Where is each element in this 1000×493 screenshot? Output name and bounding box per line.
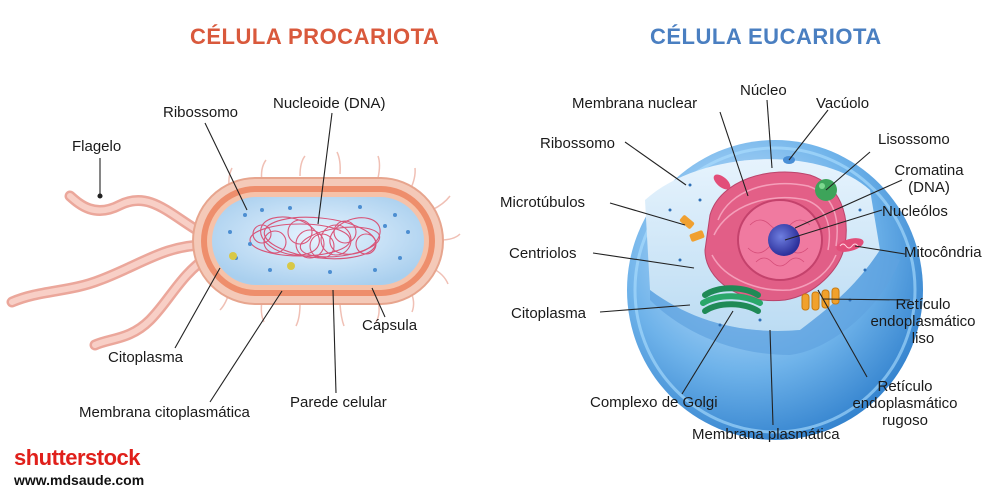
prokaryote-title: CÉLULA PROCARIOTA <box>190 24 440 49</box>
flagella <box>6 190 216 351</box>
label-cromatina-line1: Cromatina <box>894 162 964 179</box>
eukaryote-cell <box>627 140 923 440</box>
golgi-apparatus <box>700 285 763 314</box>
prokaryote-cytoplasm <box>212 197 424 285</box>
label-rer-line2: endoplasmático <box>852 395 958 412</box>
label-membrana-plasmatica: Membrana plasmática <box>692 426 840 443</box>
label-centriolos: Centriolos <box>509 245 577 262</box>
eukaryote-title: CÉLULA EUCARIOTA <box>650 24 882 49</box>
label-rer-line3: rugoso <box>882 412 928 429</box>
label-cromatina: Cromatina (DNA) <box>893 162 965 196</box>
granule <box>229 252 237 260</box>
label-rel-line3: liso <box>911 330 935 347</box>
prokaryote-leader-lines <box>97 112 386 403</box>
mitochondrion-small <box>713 174 731 190</box>
label-ribossomo-eu: Ribossomo <box>540 135 616 152</box>
label-reticulo-liso: Retículo endoplasmático liso <box>868 296 978 347</box>
label-complexo-golgi: Complexo de Golgi <box>590 394 718 411</box>
label-microtubulos: Microtúbulos <box>500 194 586 211</box>
label-citoplasma: Citoplasma <box>108 349 184 366</box>
label-parede-celular: Parede celular <box>290 394 387 411</box>
label-vacuolo: Vacúolo <box>816 95 870 112</box>
label-nucleo: Núcleo <box>740 82 787 99</box>
label-ribossomo: Ribossomo <box>163 104 239 121</box>
label-membrana-citoplasmatica: Membrana citoplasmática <box>79 404 250 421</box>
label-lisossomo: Lisossomo <box>878 131 950 148</box>
label-rel-line2: endoplasmático <box>870 313 976 330</box>
label-flagelo: Flagelo <box>72 138 122 155</box>
label-rer-line1: Retículo <box>877 378 933 395</box>
label-nucleolos: Nucleólos <box>882 203 948 220</box>
label-rel-line1: Retículo <box>895 296 951 313</box>
source-url: www.mdsaude.com <box>14 472 145 488</box>
label-citoplasma-eu: Citoplasma <box>511 305 587 322</box>
rough-er-folds <box>711 182 838 291</box>
centriole <box>679 215 695 229</box>
label-reticulo-rugoso: Retículo endoplasmático rugoso <box>840 378 970 429</box>
eukaryote-leader-lines <box>592 99 911 426</box>
label-nucleoide: Nucleoide (DNA) <box>273 95 386 112</box>
nucleoid-dna <box>249 216 381 260</box>
nucleolus <box>768 224 800 256</box>
mitochondrion <box>836 238 864 252</box>
label-capsula: Cápsula <box>362 317 418 334</box>
centriole <box>689 230 705 242</box>
label-membrana-nuclear: Membrana nuclear <box>572 95 698 112</box>
prokaryote-cell <box>6 151 461 351</box>
label-cromatina-line2: (DNA) <box>908 179 950 196</box>
label-mitocondria: Mitocôndria <box>904 244 982 261</box>
shutterstock-watermark: shutterstock <box>14 445 141 470</box>
granule <box>287 262 295 270</box>
